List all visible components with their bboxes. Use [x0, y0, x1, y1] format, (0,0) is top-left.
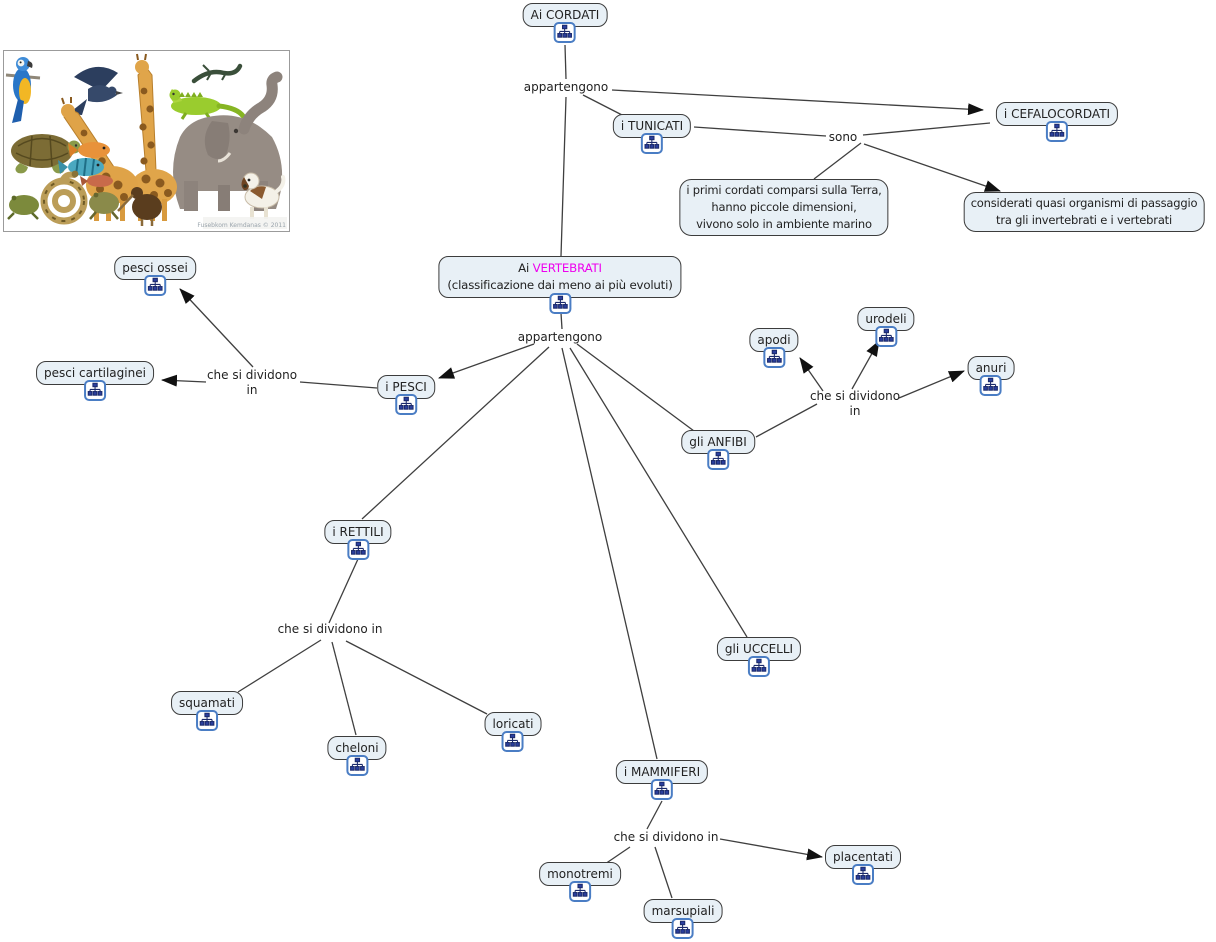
resource-tree-icon[interactable]	[144, 275, 166, 296]
node-cefalocordati[interactable]: i CEFALOCORDATI	[995, 102, 1119, 142]
label-line: in	[246, 383, 258, 397]
parrot-shape	[5, 57, 41, 123]
vertebrati-prefix: Ai	[518, 261, 533, 275]
resource-tree-icon[interactable]	[650, 779, 673, 800]
node-urodeli[interactable]: urodeli	[857, 307, 915, 347]
label-line: che si dividono	[206, 368, 298, 382]
desc-line: hanno piccole dimensioni,	[711, 200, 857, 214]
node-loricati[interactable]: loricati	[484, 712, 542, 752]
node-cordati[interactable]: Ai CORDATI	[522, 3, 608, 43]
kiwi-shape	[117, 187, 162, 226]
vertebrati-subtitle: (classificazione dai meno ai più evoluti…	[447, 278, 673, 292]
resource-tree-icon[interactable]	[641, 133, 663, 154]
resource-tree-icon[interactable]	[568, 881, 591, 902]
snake-shape	[40, 170, 88, 225]
resource-tree-icon[interactable]	[394, 394, 417, 415]
desc-line: tra gli invertebrati e i vertebrati	[996, 213, 1172, 227]
turtle-shape	[11, 134, 81, 174]
node-anfibi[interactable]: gli ANFIBI	[681, 430, 755, 470]
resource-tree-icon[interactable]	[980, 375, 1002, 396]
node-squamati[interactable]: squamati	[171, 691, 243, 731]
label-line: in	[849, 404, 861, 418]
link-label-appartengono-top: appartengono	[523, 80, 609, 94]
label-line: che si dividono	[809, 389, 901, 403]
resource-tree-icon[interactable]	[707, 449, 729, 470]
link-label-dividono-rettili: che si dividono in	[277, 622, 383, 636]
resource-tree-icon[interactable]	[672, 918, 694, 939]
node-monotremi[interactable]: monotremi	[539, 862, 621, 902]
resource-tree-icon[interactable]	[874, 326, 897, 347]
node-mammiferi[interactable]: i MAMMIFERI	[615, 760, 709, 800]
node-anuri[interactable]: anuri	[967, 356, 1015, 396]
frog-shapes	[7, 192, 119, 220]
lizard-shape	[191, 63, 243, 84]
resource-tree-icon[interactable]	[83, 380, 106, 401]
node-cheloni[interactable]: cheloni	[327, 736, 387, 776]
node-pesci-ossei[interactable]: pesci ossei	[114, 256, 196, 296]
resource-tree-icon[interactable]	[345, 755, 368, 776]
resource-tree-icon[interactable]	[762, 347, 785, 368]
desc-line: considerati quasi organismi di passaggio	[970, 196, 1198, 210]
node-apodi[interactable]: apodi	[749, 328, 799, 368]
resource-tree-icon[interactable]	[502, 731, 524, 752]
node-placentati[interactable]: placentati	[825, 845, 901, 885]
node-primi-cordati-description[interactable]: i primi cordati comparsi sulla Terra, ha…	[679, 179, 889, 236]
desc-line: vivono solo in ambiente marino	[696, 217, 872, 231]
resource-tree-icon[interactable]	[195, 710, 218, 731]
link-label-sono: sono	[828, 130, 858, 144]
node-tunicati[interactable]: i TUNICATI	[612, 114, 692, 154]
node-label: i primi cordati comparsi sulla Terra, ha…	[679, 179, 889, 236]
resource-tree-icon[interactable]	[549, 293, 571, 314]
resource-tree-icon[interactable]	[747, 656, 770, 677]
node-considerati-description[interactable]: considerati quasi organismi di passaggio…	[963, 192, 1205, 232]
crow-shape	[68, 66, 123, 115]
node-label: Ai VERTEBRATI (classificazione dai meno …	[438, 256, 682, 298]
collage-credit-text: Fusebkom Kemdanas © 2011	[197, 222, 286, 229]
link-label-dividono-mammiferi: che si dividono in	[613, 830, 719, 844]
node-rettili[interactable]: i RETTILI	[324, 520, 392, 560]
desc-line: i primi cordati comparsi sulla Terra,	[686, 183, 882, 197]
node-label: cheloni	[327, 736, 387, 760]
animal-collage-image: Fusebkom Kemdanas © 2011	[3, 50, 290, 232]
node-marsupiali[interactable]: marsupiali	[643, 899, 723, 939]
node-label: i RETTILI	[324, 520, 392, 544]
node-pesci-cartilaginei[interactable]: pesci cartilaginei	[36, 361, 154, 401]
dog-shape	[241, 172, 286, 219]
resource-tree-icon[interactable]	[347, 539, 369, 560]
resource-tree-icon[interactable]	[553, 22, 576, 43]
node-pesci[interactable]: i PESCI	[377, 375, 435, 415]
link-label-appartengono-bottom: appartengono	[517, 330, 603, 344]
node-vertebrati[interactable]: Ai VERTEBRATI (classificazione dai meno …	[438, 256, 682, 314]
resource-tree-icon[interactable]	[1045, 121, 1068, 142]
vertebrati-highlight: VERTEBRATI	[532, 261, 602, 275]
node-label: pesci cartilaginei	[36, 361, 154, 385]
vertebrati-title: Ai VERTEBRATI	[447, 260, 672, 277]
resource-tree-icon[interactable]	[852, 864, 874, 885]
node-label: considerati quasi organismi di passaggio…	[963, 192, 1205, 232]
node-uccelli[interactable]: gli UCCELLI	[716, 637, 802, 677]
